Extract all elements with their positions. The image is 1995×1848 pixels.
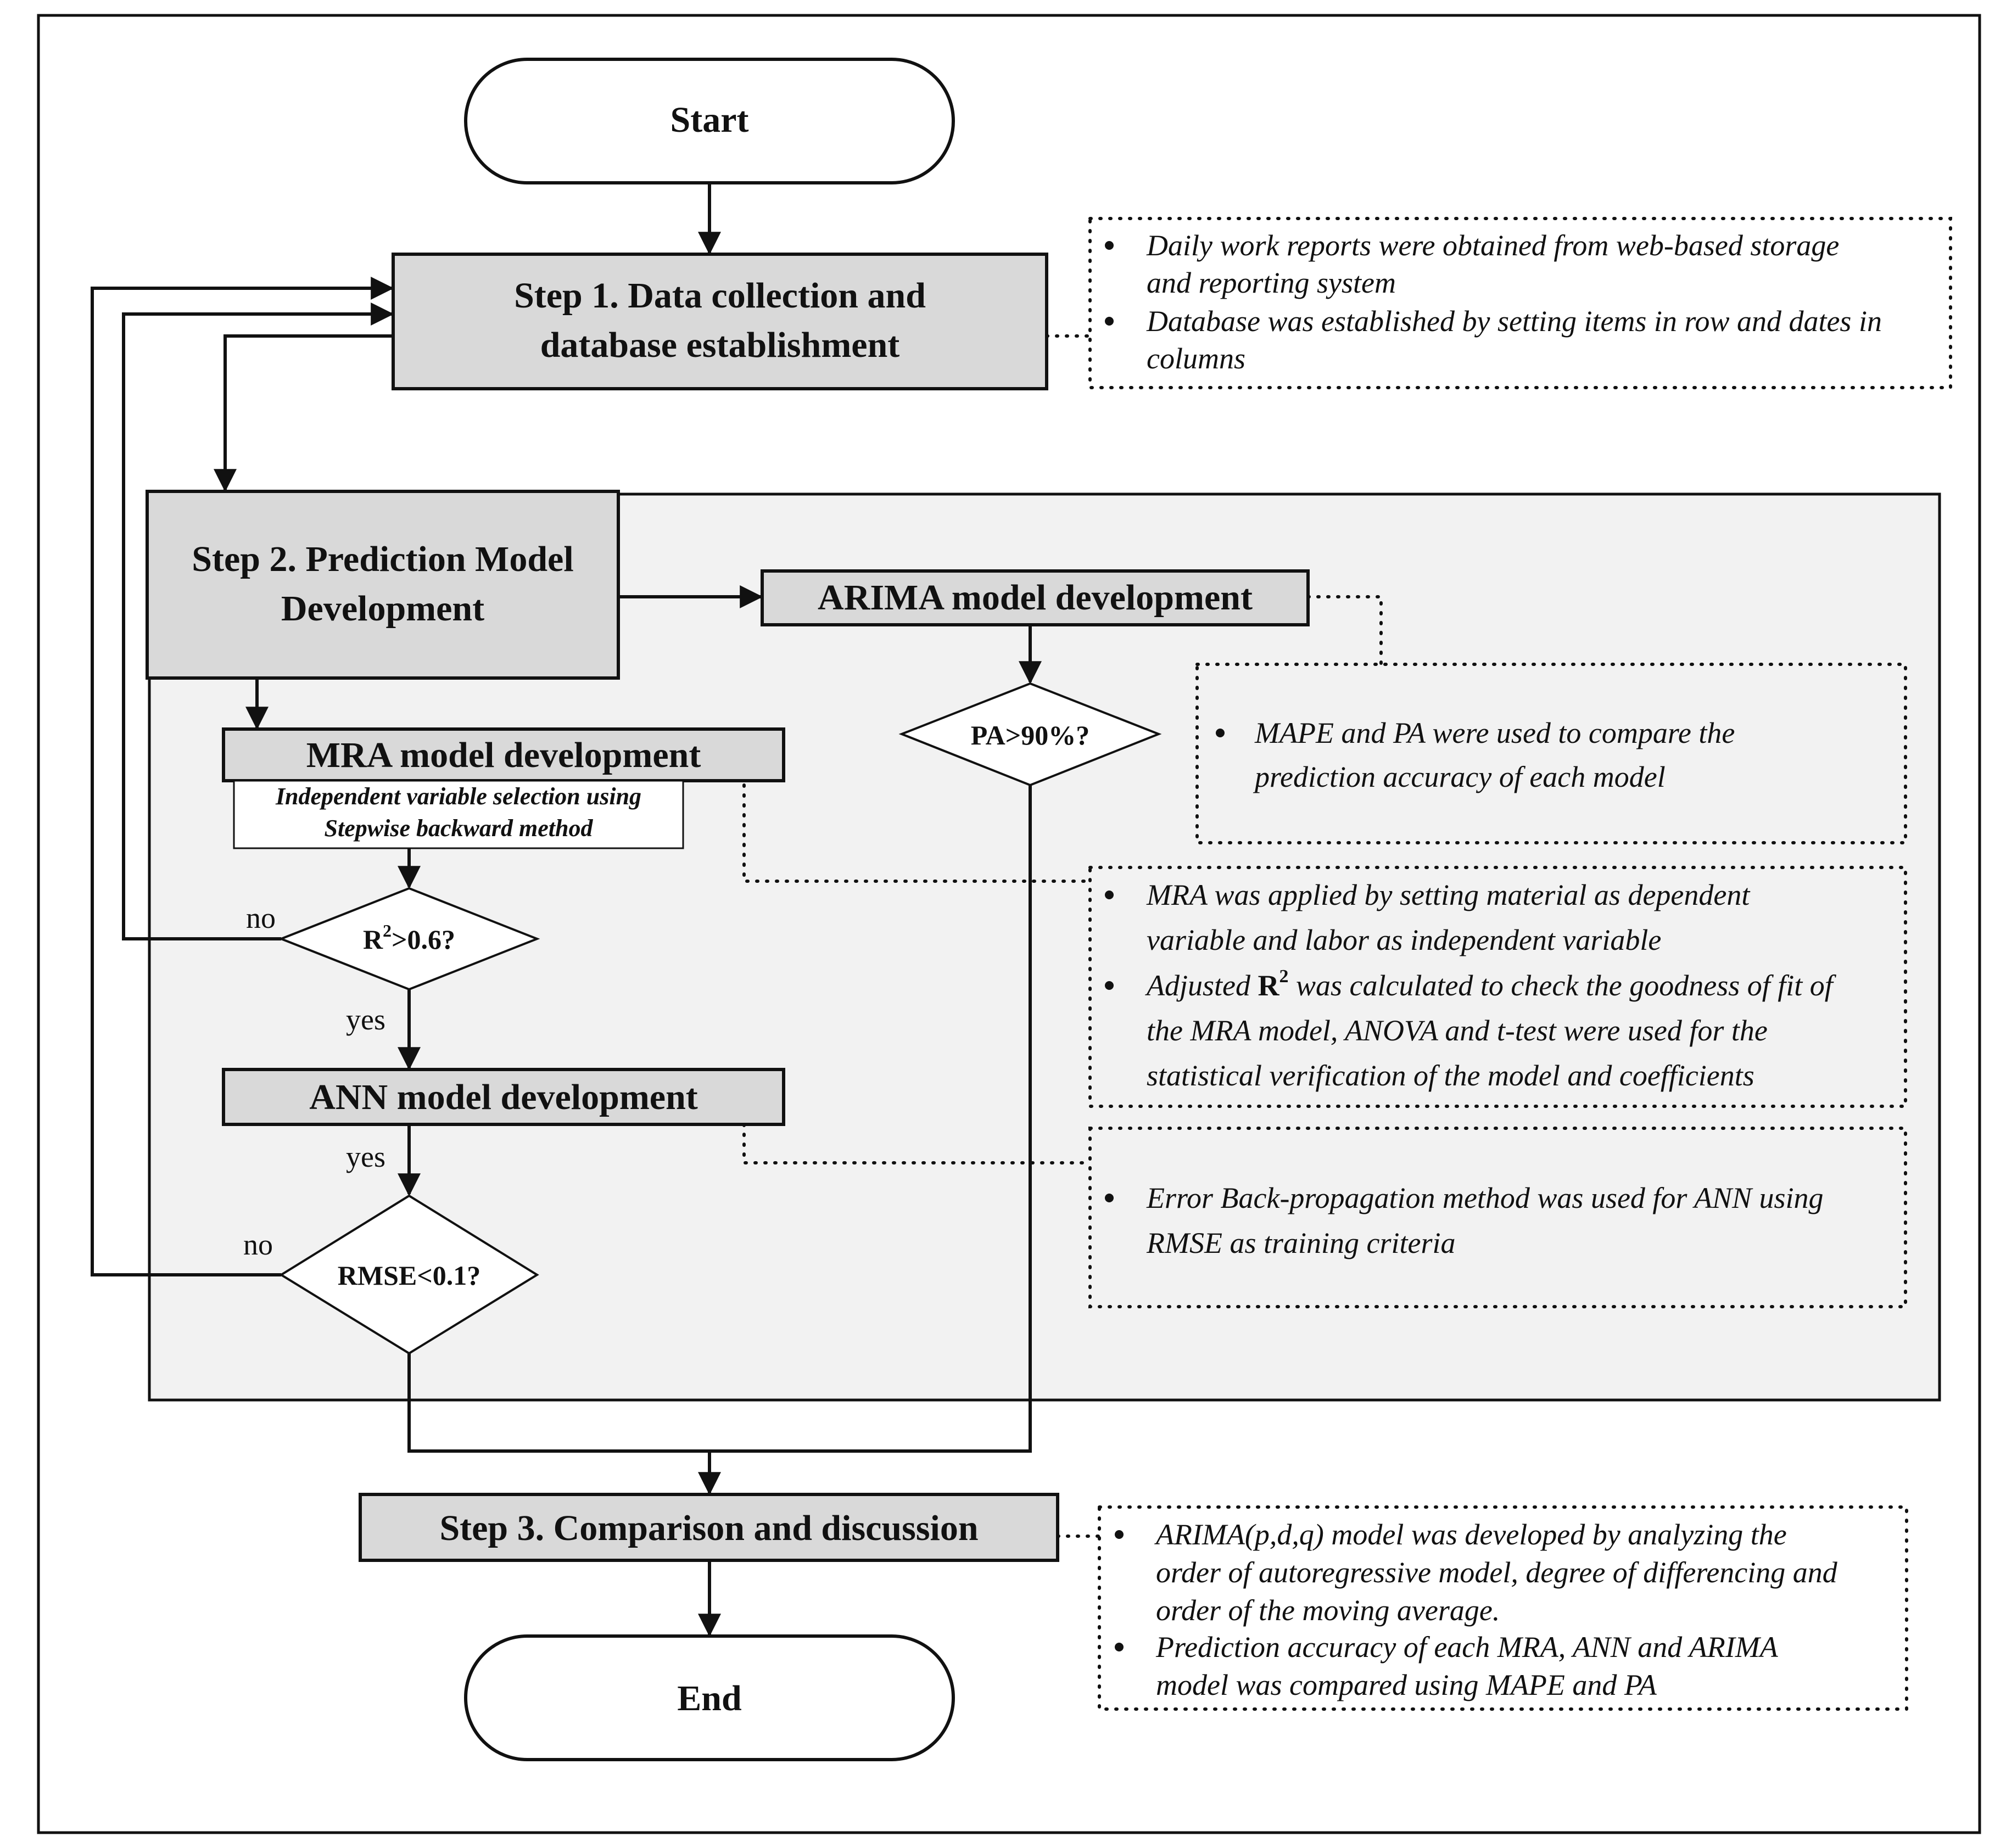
note-pa-l2: prediction accuracy of each model bbox=[1253, 760, 1666, 793]
mra-label: MRA model development bbox=[306, 735, 701, 775]
note3-b1l3: order of the moving average. bbox=[1156, 1594, 1500, 1627]
line-rmse-merge bbox=[407, 785, 1032, 1453]
note-pa-connector bbox=[1306, 595, 1383, 666]
note-mra-b1l1: MRA was applied by setting material as d… bbox=[1146, 878, 1751, 911]
note-mra-r: R bbox=[1258, 969, 1279, 1002]
note-pa-box bbox=[1195, 663, 1907, 844]
decision-pa-label: PA>90%? bbox=[971, 720, 1089, 751]
note-pa-bullet bbox=[1216, 729, 1225, 737]
note3-box bbox=[1098, 1505, 1908, 1711]
decision-r2-label: R2>0.6? bbox=[363, 921, 455, 955]
note-mra-b2l2: the MRA model, ANOVA and t-test were use… bbox=[1147, 1014, 1768, 1047]
r2-base: R bbox=[363, 924, 383, 955]
note1-b1l2: and reporting system bbox=[1147, 266, 1396, 299]
label-no-rmse: no bbox=[243, 1228, 273, 1261]
outer-frame bbox=[37, 14, 1981, 1834]
mra-sub-line2: Stepwise backward method bbox=[325, 815, 594, 842]
step1-line2: database establishment bbox=[540, 325, 900, 365]
note-mra-bullet2 bbox=[1105, 981, 1114, 990]
arrow-rmse-no-loop bbox=[91, 277, 394, 1276]
step1-line1: Step 1. Data collection and bbox=[514, 276, 926, 316]
mra-sub-line1: Independent variable selection using bbox=[275, 783, 641, 810]
note3-bullet2 bbox=[1115, 1643, 1124, 1651]
note3-b1l1: ARIMA(p,d,q) model was developed by anal… bbox=[1154, 1518, 1787, 1551]
r2-rest: >0.6? bbox=[392, 924, 455, 955]
note-ann-connector bbox=[742, 1123, 1092, 1164]
note1-b1l1: Daily work reports were obtained from we… bbox=[1146, 229, 1839, 262]
mra-sub-box bbox=[233, 780, 684, 849]
note-ann-box bbox=[1088, 1127, 1907, 1308]
note-mra-box bbox=[1088, 866, 1907, 1108]
note1-bullet1 bbox=[1105, 241, 1114, 250]
step1-box bbox=[392, 253, 1048, 390]
arrow-r2-no-loop bbox=[122, 303, 394, 940]
step3-label: Step 3. Comparison and discussion bbox=[439, 1508, 978, 1548]
note3-bullet1 bbox=[1115, 1530, 1124, 1539]
end-label: End bbox=[677, 1678, 741, 1718]
note-ann-l2: RMSE as training criteria bbox=[1146, 1227, 1455, 1259]
note1-b2l2: columns bbox=[1147, 342, 1245, 375]
arrow-step1-step2 bbox=[214, 334, 393, 492]
step2-box bbox=[146, 490, 620, 680]
ann-box bbox=[222, 1068, 785, 1126]
note3-b2l2: model was compared using MAPE and PA bbox=[1156, 1668, 1657, 1701]
note3-b1l2: order of autoregressive model, degree of… bbox=[1156, 1556, 1838, 1589]
mra-box bbox=[222, 727, 785, 782]
arima-label: ARIMA model development bbox=[818, 578, 1253, 618]
note-mra-b2l3: statistical verification of the model an… bbox=[1147, 1059, 1754, 1092]
note-ann-l1: Error Back-propagation method was used f… bbox=[1146, 1181, 1824, 1214]
label-yes-r2: yes bbox=[346, 1003, 385, 1036]
note1-bullet2 bbox=[1105, 317, 1114, 326]
decision-rmse-label: RMSE<0.1? bbox=[338, 1260, 480, 1291]
note-mra-bullet1 bbox=[1105, 891, 1114, 899]
label-yes-ann: yes bbox=[346, 1140, 385, 1173]
note-mra-b2l1: Adjusted R2 was calculated to check the … bbox=[1145, 966, 1837, 1002]
note-mra-connector bbox=[742, 783, 1092, 883]
r2-sup: 2 bbox=[383, 921, 392, 940]
note-pa-l1: MAPE and PA were used to compare the bbox=[1254, 716, 1735, 749]
label-no-r2: no bbox=[246, 901, 276, 934]
note-mra-b2l1-b: was calculated to check the goodness of … bbox=[1288, 969, 1836, 1002]
ann-label: ANN model development bbox=[309, 1077, 698, 1117]
note-ann-bullet bbox=[1105, 1194, 1114, 1202]
step2-line1: Step 2. Prediction Model bbox=[192, 539, 573, 579]
start-label: Start bbox=[670, 100, 749, 140]
note-mra-r-sup: 2 bbox=[1279, 966, 1288, 987]
note3-b2l1: Prediction accuracy of each MRA, ANN and… bbox=[1155, 1631, 1779, 1664]
note1-b2l1: Database was established by setting item… bbox=[1146, 305, 1882, 338]
note-mra-b1l2: variable and labor as independent variab… bbox=[1147, 923, 1661, 956]
note-mra-b2l1-a: Adjusted bbox=[1145, 969, 1258, 1002]
arima-box bbox=[761, 569, 1310, 626]
step2-line2: Development bbox=[281, 589, 484, 629]
